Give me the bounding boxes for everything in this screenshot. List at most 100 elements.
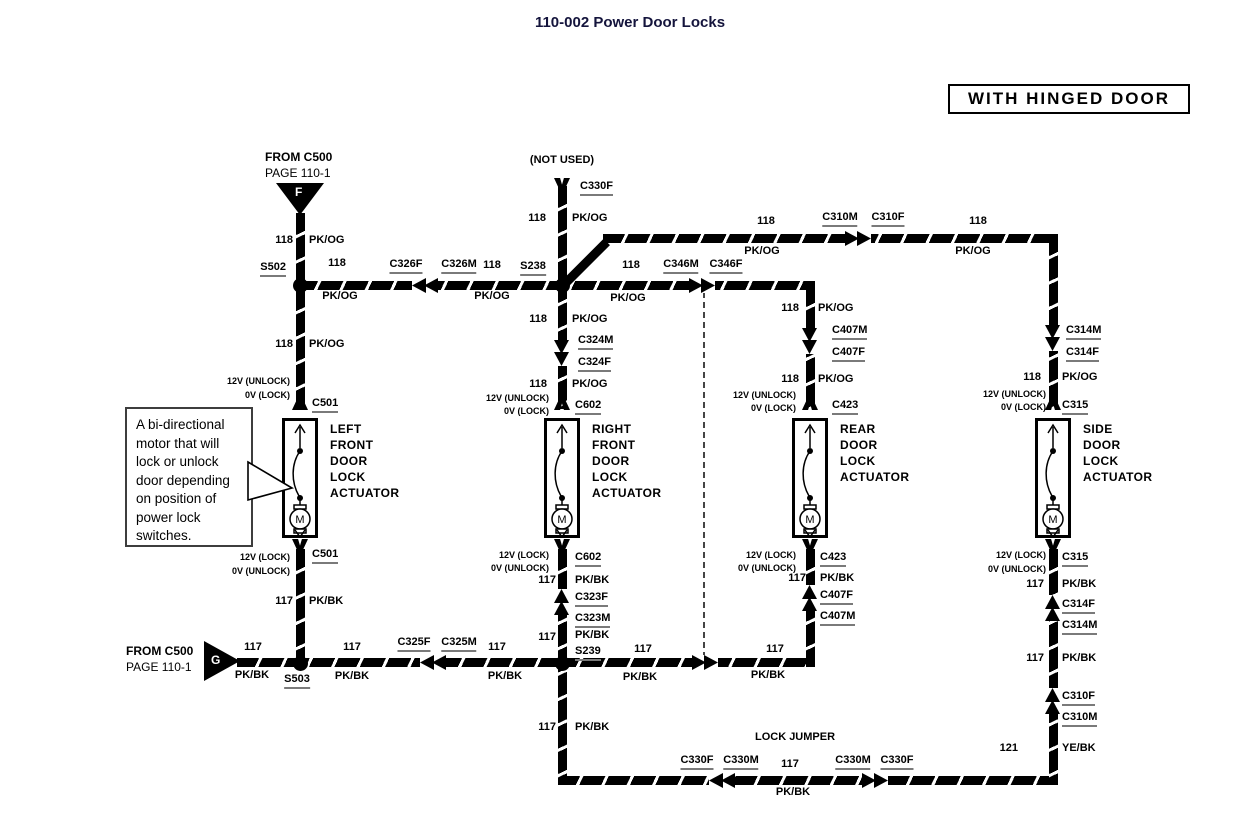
wire-label: PK/BK xyxy=(750,669,786,681)
connector-arrow-g-letter: G xyxy=(211,653,221,667)
wire-label: 118 xyxy=(622,259,640,271)
source-ref-top-line2: PAGE 110-1 xyxy=(265,166,331,180)
connector-label: C602 xyxy=(575,551,602,567)
connector-label: C314F xyxy=(1066,346,1100,362)
wire-label: 12V (UNLOCK) xyxy=(732,390,796,400)
wire-label: 118 xyxy=(529,313,547,325)
actuator-side: M xyxy=(1035,418,1071,539)
wire-label: 118 xyxy=(275,338,293,350)
wire-label: PK/BK xyxy=(575,721,610,733)
wire-lock-jumper xyxy=(558,776,1058,785)
svg-text:M: M xyxy=(805,514,814,526)
lock-jumper-label: LOCK JUMPER xyxy=(754,731,836,743)
connector-label: C501 xyxy=(312,548,339,564)
wire-label: PK/OG xyxy=(572,212,608,224)
wire-label: PK/OG xyxy=(309,234,345,246)
connector-label: C330F xyxy=(680,754,714,770)
wire-end-c602-bottom-icon xyxy=(554,539,570,550)
wire-label: 117 xyxy=(538,574,556,586)
wire-label: PK/BK xyxy=(622,671,658,683)
connector-label: C315 xyxy=(1062,551,1089,567)
motor-symbol-icon: M xyxy=(1035,418,1071,539)
wire-s239-to-rear xyxy=(558,658,815,667)
connector-label: C330F xyxy=(580,180,614,196)
hinged-door-banner: WITH HINGED DOOR xyxy=(948,84,1190,114)
splice-s502-dot xyxy=(293,278,308,293)
wire-label: 118 xyxy=(757,215,775,227)
connector-label: C314M xyxy=(1066,324,1102,340)
connector-arrow-f-letter: F xyxy=(295,185,303,199)
connector-label: C310F xyxy=(1062,690,1096,706)
wire-label: 12V (UNLOCK) xyxy=(485,393,549,403)
connector-label: C315 xyxy=(1062,399,1089,415)
wire-label: PK/OG xyxy=(322,290,358,302)
motor-symbol-icon: M xyxy=(792,418,828,539)
wire-label: PK/BK xyxy=(234,669,270,681)
wire-label: 117 xyxy=(1026,578,1044,590)
page-title: 110-002 Power Door Locks xyxy=(534,14,726,31)
connector-label: C326M xyxy=(441,258,477,274)
connector-label: C325M xyxy=(441,636,477,652)
wire-label: 118 xyxy=(275,234,293,246)
wire-label: PK/OG xyxy=(572,378,608,390)
wire-label: 117 xyxy=(343,641,361,653)
connector-label: C324M xyxy=(578,334,614,350)
splice-s503-dot xyxy=(293,656,308,671)
connector-label: C330F xyxy=(880,754,914,770)
connector-label: S503 xyxy=(284,673,310,689)
wire-label: PK/OG xyxy=(744,245,780,257)
wire-label: 118 xyxy=(483,259,501,271)
connector-label: C330M xyxy=(835,754,871,770)
source-ref-top: FROM C500 PAGE 110-1 xyxy=(265,149,332,181)
source-ref-bottom-line2: PAGE 110-1 xyxy=(126,660,192,674)
connector-c310-bottom-icon xyxy=(1045,688,1060,714)
connector-c326-icon xyxy=(412,278,438,293)
wire-label: 117 xyxy=(788,572,806,584)
wire-label: 0V (LOCK) xyxy=(1001,402,1046,412)
connector-c324-icon xyxy=(554,340,569,366)
actuator-name-rear: REAR DOOR LOCK ACTUATOR xyxy=(840,422,910,484)
wire-label: PK/OG xyxy=(818,302,854,314)
connector-label: C407M xyxy=(820,610,856,626)
wire-label: 121 xyxy=(999,742,1018,754)
wire-label: 117 xyxy=(634,643,652,655)
connector-label: C310M xyxy=(822,211,858,227)
wire-label: 117 xyxy=(781,758,799,770)
svg-text:M: M xyxy=(295,514,304,526)
wire-label: PK/BK xyxy=(1062,652,1097,664)
motor-symbol-icon: M xyxy=(282,418,318,539)
wire-label: PK/BK xyxy=(820,572,855,584)
wire-label: 118 xyxy=(781,373,799,385)
wire-label: PK/BK xyxy=(575,629,610,641)
connector-label: C314F xyxy=(1062,598,1096,614)
connector-label: C602 xyxy=(575,399,602,415)
wire-label: 117 xyxy=(1026,652,1044,664)
wire-label: 0V (LOCK) xyxy=(245,390,290,400)
connector-c323-icon xyxy=(554,589,569,615)
wire-label: 0V (UNLOCK) xyxy=(738,563,796,573)
wire-label: 0V (UNLOCK) xyxy=(988,564,1046,574)
actuator-name-side: SIDE DOOR LOCK ACTUATOR xyxy=(1083,422,1153,484)
connector-label: C310M xyxy=(1062,711,1098,727)
wire-label: 0V (UNLOCK) xyxy=(491,563,549,573)
wire-label: PK/OG xyxy=(1062,371,1098,383)
note-callout-pointer xyxy=(247,460,295,502)
note-box: A bi-directional motor that will lock or… xyxy=(125,407,253,547)
wire-left-lower xyxy=(296,549,305,667)
wire-end-c315-bottom-icon xyxy=(1045,539,1061,550)
wire-label: 12V (LOCK) xyxy=(995,550,1046,560)
wire-label: PK/OG xyxy=(572,313,608,325)
wire-label: PK/BK xyxy=(775,786,811,798)
wire-label: 118 xyxy=(969,215,987,227)
wire-label: 0V (LOCK) xyxy=(751,403,796,413)
connector-c330-left-icon xyxy=(709,773,735,788)
connector-label: C407F xyxy=(832,346,866,362)
not-used-label: (NOT USED) xyxy=(529,154,595,166)
wire-label: PK/BK xyxy=(334,670,370,682)
wire-label: 118 xyxy=(781,302,799,314)
wire-end-c423-bottom-icon xyxy=(802,539,818,550)
connector-label: C310F xyxy=(871,211,905,227)
wire-label: 12V (LOCK) xyxy=(745,550,796,560)
wire-label: 118 xyxy=(328,257,346,269)
